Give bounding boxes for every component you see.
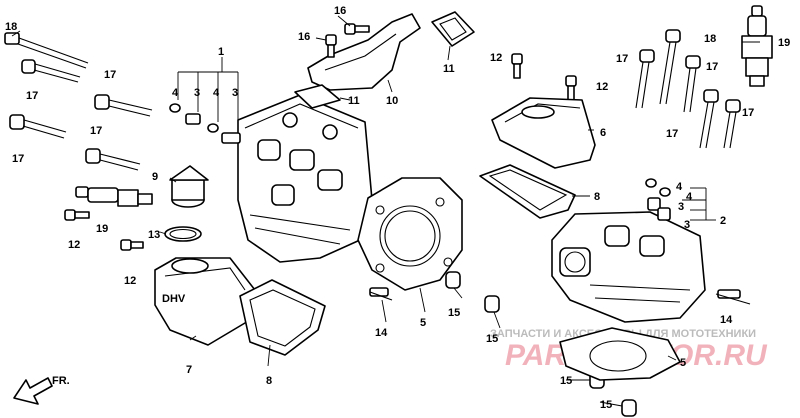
callout-16-a: 16 — [334, 5, 346, 17]
dowel-pin-15-a — [445, 271, 461, 289]
leader-lines — [11, 15, 760, 407]
bolt-17-r3 — [699, 89, 719, 149]
callout-3-c: 3 — [678, 201, 684, 213]
callout-8-left: 8 — [266, 375, 272, 387]
bolt-17-b — [94, 94, 153, 117]
callout-4-a: 4 — [172, 87, 179, 99]
bolt-16-a — [344, 23, 370, 35]
cylinder-head-rear — [551, 211, 706, 323]
valve-cotter-3-left-a — [185, 113, 201, 125]
callout-17-r2: 17 — [706, 61, 718, 73]
callout-17-d: 17 — [90, 125, 102, 137]
callout-19-right: 19 — [778, 37, 790, 49]
bolt-17-r1 — [635, 49, 655, 109]
cover-gasket-8-left — [239, 279, 326, 356]
callout-4-c: 4 — [676, 181, 683, 193]
cover-embossed-text: DHV — [162, 293, 186, 305]
callout-17-r3: 17 — [742, 107, 754, 119]
stud-bolt-14-left — [369, 287, 393, 301]
callout-5-left: 5 — [420, 317, 426, 329]
bolt-12-right — [565, 75, 577, 101]
bolt-12-left-b — [120, 239, 144, 251]
bolt-17-d — [85, 148, 141, 171]
bolt-18 — [4, 32, 89, 69]
callout-12-d: 12 — [596, 81, 608, 93]
callout-15-d: 15 — [600, 399, 612, 411]
cylinder-head-front — [237, 94, 373, 263]
callout-16-b: 16 — [298, 31, 310, 43]
dowel-pin-15-d — [621, 399, 637, 417]
valve-seal-4-right — [645, 178, 657, 188]
callout-15-b: 15 — [486, 333, 498, 345]
callout-4-b: 4 — [213, 87, 220, 99]
callout-5-right: 5 — [680, 357, 686, 369]
oil-filler-cap-9 — [169, 165, 209, 208]
callout-3-a: 3 — [194, 87, 200, 99]
bolt-12-top — [511, 53, 523, 79]
valve-guide-3-right-a — [647, 197, 661, 211]
bolt-17-r4 — [723, 99, 741, 149]
callout-3-b: 3 — [232, 87, 238, 99]
callout-12-c: 12 — [490, 52, 502, 64]
bolt-18-right — [659, 29, 681, 105]
callout-12-b: 12 — [124, 275, 136, 287]
callout-18-left: 18 — [5, 21, 17, 33]
valve-seal-4-left — [169, 103, 181, 113]
spark-plug-19-right — [741, 5, 773, 87]
callout-9: 9 — [152, 171, 158, 183]
valve-guide-3-right-b — [657, 207, 671, 221]
callout-2: 2 — [720, 215, 726, 227]
callout-15-a: 15 — [448, 307, 460, 319]
cylinder-head-cover-7: DHV — [154, 257, 256, 346]
valve-seal-4-left-b — [207, 123, 219, 133]
head-gasket-5-right — [559, 327, 681, 381]
callout-19-left: 19 — [96, 223, 108, 235]
callout-13: 13 — [148, 229, 160, 241]
callout-14-right: 14 — [720, 314, 733, 326]
front-direction-arrow: FR. — [13, 375, 70, 405]
bolt-12-left-a — [64, 209, 90, 221]
callout-17-a: 17 — [26, 90, 38, 102]
callout-14-left: 14 — [375, 327, 388, 339]
callout-15-c: 15 — [560, 375, 572, 387]
callout-4-d: 4 — [686, 191, 693, 203]
callout-12-a: 12 — [68, 239, 80, 251]
bolt-17-a — [21, 59, 81, 83]
callout-10: 10 — [386, 95, 398, 107]
callout-17-r1: 17 — [616, 53, 628, 65]
callout-17-c: 17 — [12, 153, 24, 165]
valve-guide-3-left-b — [221, 132, 241, 144]
gasket-11-top — [431, 11, 475, 47]
gasket-11-mid — [294, 84, 341, 109]
callout-11-a: 11 — [443, 63, 455, 75]
callout-6: 6 — [600, 127, 606, 139]
bolt-17-r2 — [683, 55, 701, 113]
callout-3-d: 3 — [684, 219, 690, 231]
cover-gasket-8-right — [479, 164, 576, 219]
cylinder-head-cover-6 — [491, 97, 596, 169]
head-gasket-5-left — [357, 177, 463, 291]
callout-17-r4: 17 — [666, 128, 678, 140]
bolt-16-b — [325, 34, 337, 58]
spark-plug-19-left — [75, 186, 153, 207]
valve-seal-4-right-b — [659, 187, 671, 197]
front-label: FR. — [52, 375, 70, 387]
callout-8-right: 8 — [594, 191, 600, 203]
callout-11-b: 11 — [348, 95, 360, 107]
callout-17-b: 17 — [104, 69, 116, 81]
stud-bolt-14-right — [715, 289, 751, 305]
dowel-pin-15-b — [484, 295, 500, 313]
callout-1: 1 — [218, 46, 224, 58]
callout-7: 7 — [186, 364, 192, 376]
callout-18-right: 18 — [704, 33, 716, 45]
bolt-17-c — [9, 114, 67, 139]
